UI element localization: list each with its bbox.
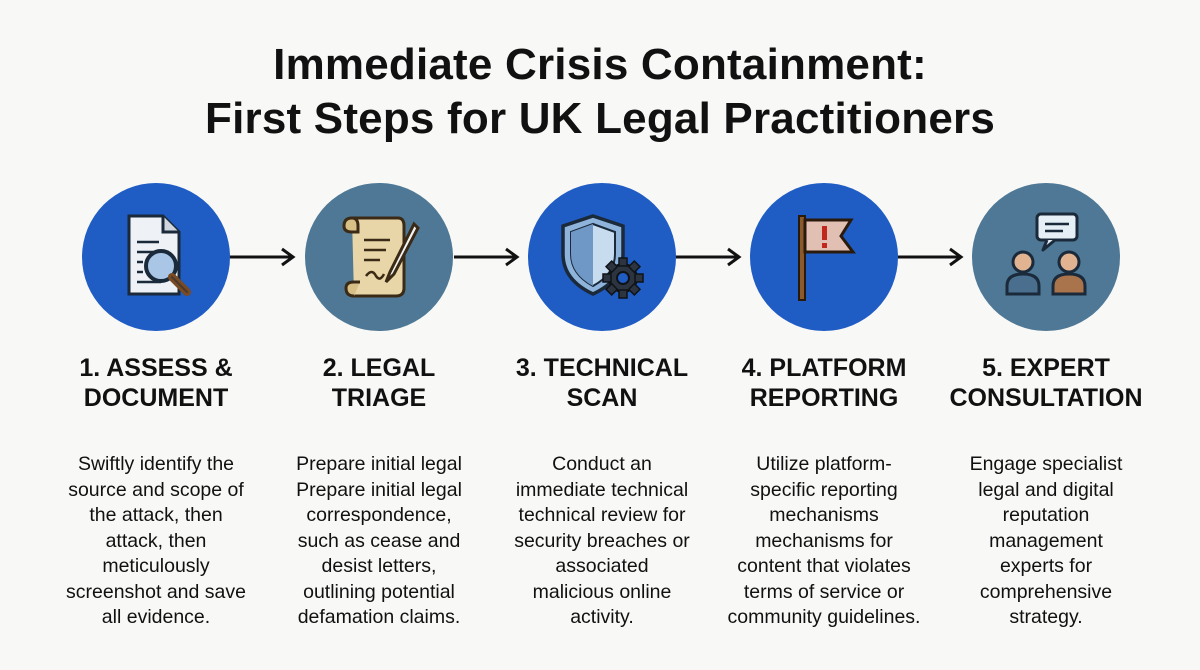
arrow-right-icon: [898, 247, 964, 267]
title-line-2: First Steps for UK Legal Practitioners: [205, 94, 995, 143]
step-3-heading: 3. TECHNICAL SCAN: [515, 354, 689, 412]
step-5-circle: [972, 183, 1120, 331]
document-magnifier-icon: [127, 214, 191, 296]
step-5-heading: 5. EXPERT CONSULTATION: [949, 354, 1143, 412]
step-3-circle: [528, 183, 676, 331]
page-title: Immediate Crisis Containment: First Step…: [0, 38, 1200, 146]
scroll-quill-icon: [342, 216, 420, 298]
people-chat-icon: [1005, 212, 1087, 296]
title-line-1: Immediate Crisis Containment:: [273, 40, 927, 89]
shield-gear-icon: [561, 214, 644, 299]
arrow-right-icon: [676, 247, 742, 267]
arrow-right-icon: [230, 247, 296, 267]
step-1-heading: 1. ASSESS & DOCUMENT: [79, 354, 233, 412]
step-1-circle: [82, 183, 230, 331]
step-2-description: Prepare initial legal Prepare initial le…: [296, 453, 462, 628]
arrow-right-icon: [454, 247, 520, 267]
step-4-description: Utilize platform- specific reporting mec…: [727, 453, 921, 628]
step-4-heading: 4. PLATFORM REPORTING: [741, 354, 907, 412]
step-1-description: Swiftly identify the source and scope of…: [66, 453, 246, 628]
step-2-circle: [305, 183, 453, 331]
step-2-heading: 2. LEGAL TRIAGE: [322, 354, 436, 412]
step-4-circle: [750, 183, 898, 331]
step-3-description: Conduct an immediate technical technical…: [514, 453, 690, 628]
warning-flag-icon: [798, 215, 856, 301]
step-5-description: Engage specialist legal and digital repu…: [969, 453, 1123, 628]
